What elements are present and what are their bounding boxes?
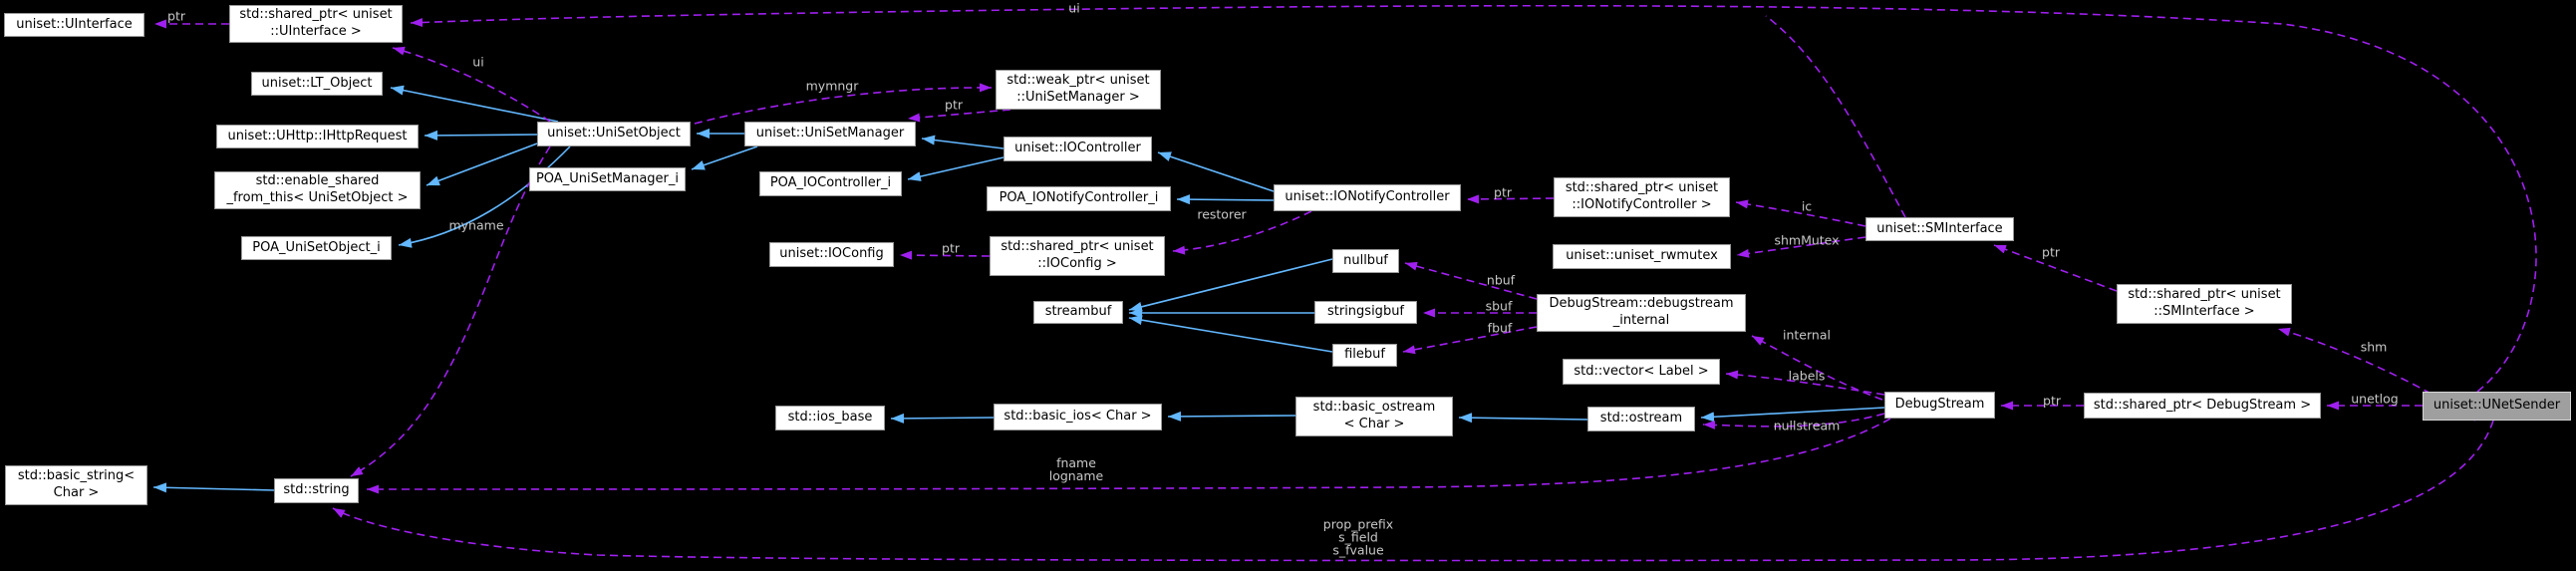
edge-weakptr-unisetmanager-ptr bbox=[907, 109, 1011, 123]
edge-spsmi-sminterface-ptr bbox=[1993, 244, 2118, 292]
edge-unisetobject-string-myname bbox=[350, 145, 551, 477]
edge-debugstream-dsi-internal bbox=[1751, 335, 1883, 401]
node-unetsender: uniset::UNetSender bbox=[2423, 392, 2571, 421]
edge-debugstream-ostream-nullstream bbox=[1702, 413, 1885, 429]
edge-unisetobject-enable-shared bbox=[426, 143, 538, 186]
edge-spioconfig-ioconfig-ptr bbox=[899, 250, 991, 260]
node-lt-object[interactable]: uniset::LT_Object bbox=[251, 72, 383, 96]
edge-ionotifycontroller-poa-ionotifycontroller bbox=[1176, 194, 1275, 205]
edge-label-ui-top: ui bbox=[1068, 0, 1080, 16]
edge-dsi-nullbuf-nbuf bbox=[1404, 261, 1538, 300]
node-sp-sminterface[interactable]: std::shared_ptr< uniset ::SMInterface > bbox=[2117, 284, 2292, 324]
edge-unisetmanager-poa-unisetmanager bbox=[691, 145, 758, 170]
node-unisetmanager[interactable]: uniset::UniSetManager bbox=[744, 122, 916, 146]
node-streambuf[interactable]: streambuf bbox=[1033, 301, 1123, 324]
node-sp-uinterface[interactable]: std::shared_ptr< uniset ::UInterface > bbox=[229, 5, 403, 43]
edge-label-mymngr: mymngr bbox=[805, 78, 859, 94]
node-string[interactable]: std::string bbox=[274, 478, 359, 503]
node-debugstream[interactable]: DebugStream bbox=[1884, 392, 1995, 419]
edge-label-shmmutex: shmMutex bbox=[1774, 232, 1840, 248]
edge-label-ptr-ionc: ptr bbox=[1494, 184, 1512, 200]
node-ihttprequest[interactable]: uniset::UHttp::IHttpRequest bbox=[216, 125, 419, 148]
edge-ostream-basicostream bbox=[1458, 413, 1588, 424]
edge-unisetobject-lt-object bbox=[390, 85, 559, 123]
edge-debugstream-vector-labels bbox=[1725, 370, 1885, 396]
node-iocontroller[interactable]: uniset::IOController bbox=[1003, 137, 1152, 161]
node-sminterface[interactable]: uniset::SMInterface bbox=[1865, 217, 2014, 241]
edge-label-ui2: ui bbox=[472, 54, 484, 70]
node-poa-unisetmanager[interactable]: POA_UniSetManager_i bbox=[529, 167, 686, 191]
edge-unisetobject-spuinterface-ui bbox=[392, 46, 551, 123]
edge-label-labels: labels bbox=[1788, 368, 1826, 384]
node-debugstream-internal[interactable]: DebugStream::debugstream _internal bbox=[1537, 294, 1746, 332]
edge-label-restorer: restorer bbox=[1197, 206, 1247, 222]
node-vector-label[interactable]: std::vector< Label > bbox=[1563, 359, 1720, 385]
edge-unisetobject-poa-unisetobject bbox=[398, 145, 571, 248]
edge-label-internal: internal bbox=[1783, 327, 1831, 343]
node-stringsigbuf[interactable]: stringsigbuf bbox=[1314, 301, 1417, 324]
edge-label-ptr-weak: ptr bbox=[945, 97, 963, 113]
edge-label-ptr-ds: ptr bbox=[2043, 393, 2061, 409]
edge-debugstream-string-fname bbox=[366, 418, 1891, 494]
node-basic-string[interactable]: std::basic_string< Char > bbox=[5, 465, 147, 505]
edge-ionotifycontroller-iocontroller bbox=[1157, 151, 1275, 192]
node-nullbuf[interactable]: nullbuf bbox=[1332, 249, 1399, 273]
edge-label-ptr1: ptr bbox=[167, 8, 185, 24]
edge-label-unetlog: unetlog bbox=[2351, 391, 2399, 407]
edge-debugstream-ostream bbox=[1700, 407, 1885, 423]
node-unisetobject[interactable]: uniset::UniSetObject bbox=[537, 122, 691, 146]
edge-label-ptr-smi: ptr bbox=[2042, 244, 2060, 260]
node-poa-unisetobject[interactable]: POA_UniSetObject_i bbox=[241, 236, 392, 260]
node-sp-ionotifycontroller[interactable]: std::shared_ptr< uniset ::IONotifyContro… bbox=[1554, 177, 1730, 217]
node-basic-ios[interactable]: std::basic_ios< Char > bbox=[994, 404, 1162, 430]
edge-basicios-iosbase bbox=[890, 413, 995, 424]
node-filebuf[interactable]: filebuf bbox=[1332, 344, 1397, 367]
edge-label-ptr-iocfg: ptr bbox=[942, 240, 960, 256]
edge-spionc-ionotifycontroller-ptr bbox=[1466, 194, 1555, 204]
edge-label-ic: ic bbox=[1801, 198, 1813, 214]
edge-label-nbuf: nbuf bbox=[1486, 272, 1516, 288]
edge-iocontroller-poa-iocontroller bbox=[907, 156, 1004, 181]
edge-unetsender-string-prop bbox=[332, 420, 2494, 562]
node-ionotifycontroller[interactable]: uniset::IONotifyController bbox=[1274, 184, 1461, 211]
node-basic-ostream[interactable]: std::basic_ostream < Char > bbox=[1295, 397, 1453, 436]
node-enable-shared[interactable]: std::enable_shared _from_this< UniSetObj… bbox=[214, 171, 421, 209]
edge-sminterface-rwmutex-shmmutex bbox=[1736, 236, 1866, 258]
edge-filebuf-streambuf bbox=[1128, 315, 1333, 353]
edge-string-basicstring bbox=[152, 482, 275, 493]
edge-unisetobject-weakptr-mymngr bbox=[694, 83, 993, 125]
node-poa-iocontroller[interactable]: POA_IOController_i bbox=[759, 171, 902, 196]
edge-sminterface-ui-branch bbox=[1765, 15, 1906, 218]
edge-ionotifycontroller-spioconfig-restorer bbox=[1172, 210, 1312, 255]
edge-unetsender-spuinterface-ui bbox=[410, 4, 2537, 393]
edge-unisetobject-ihttprequest bbox=[424, 130, 538, 141]
edge-label-prop: prop_prefix s_field s_fvalue bbox=[1322, 516, 1394, 558]
edge-label-fname-logname: fname logname bbox=[1048, 454, 1104, 483]
edge-nullbuf-streambuf bbox=[1128, 258, 1333, 312]
edge-label-sbuf: sbuf bbox=[1485, 298, 1513, 314]
node-poa-ionotifycontroller[interactable]: POA_IONotifyController_i bbox=[987, 186, 1171, 211]
node-sp-debugstream[interactable]: std::shared_ptr< DebugStream > bbox=[2084, 393, 2321, 419]
edge-label-fbuf: fbuf bbox=[1487, 320, 1513, 336]
edge-sminterface-spionc-ic bbox=[1735, 199, 1866, 227]
node-ostream[interactable]: std::ostream bbox=[1587, 407, 1695, 431]
edge-label-nullstream: nullstream bbox=[1773, 418, 1841, 433]
node-ios-base[interactable]: std::ios_base bbox=[775, 406, 885, 430]
node-ioconfig[interactable]: uniset::IOConfig bbox=[769, 242, 894, 267]
edge-label-shm: shm bbox=[2360, 339, 2388, 355]
edge-dsi-filebuf-fbuf bbox=[1402, 326, 1538, 355]
node-sp-ioconfig[interactable]: std::shared_ptr< uniset ::IOConfig > bbox=[990, 236, 1165, 276]
node-rwmutex[interactable]: uniset::uniset_rwmutex bbox=[1553, 244, 1731, 269]
edge-iocontroller-unisetmanager bbox=[921, 135, 1004, 149]
edge-unetsender-spsmi-shm bbox=[2277, 327, 2476, 422]
edge-label-myname: myname bbox=[448, 217, 504, 233]
node-uinterface[interactable]: uniset::UInterface bbox=[4, 13, 144, 37]
edge-basicostream-basicios bbox=[1167, 411, 1296, 422]
node-weak-unisetmanager[interactable]: std::weak_ptr< uniset ::UniSetManager > bbox=[996, 70, 1161, 110]
